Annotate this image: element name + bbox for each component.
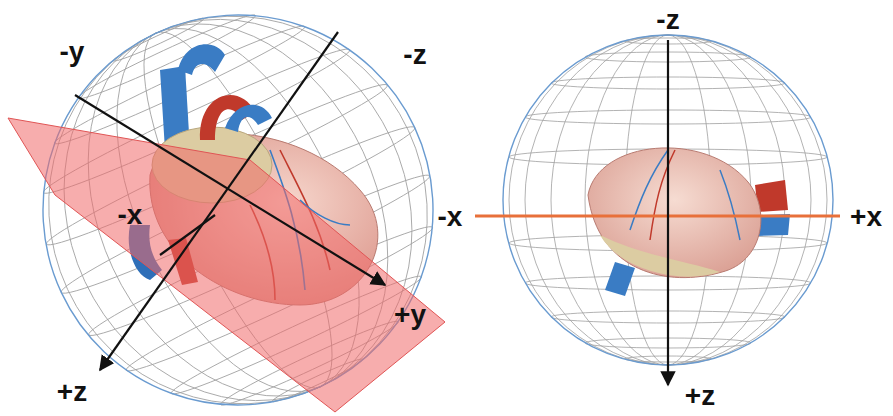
wire-sphere [0,0,497,416]
axis-label: +x [850,203,882,231]
axis-label: +z [685,382,715,410]
axis-label: +z [57,378,87,406]
axis-label: -x [438,203,463,231]
axis-label: -y [60,38,85,66]
axis-label: -z [656,6,679,34]
heart-illustration [588,148,790,296]
section-plane [8,118,445,412]
axis-line [667,40,669,385]
axis-line [75,32,385,370]
axis-label: +y [394,301,426,329]
axis-label: -z [403,41,426,69]
axis-line [475,215,840,218]
axis-label: -x [118,201,143,229]
